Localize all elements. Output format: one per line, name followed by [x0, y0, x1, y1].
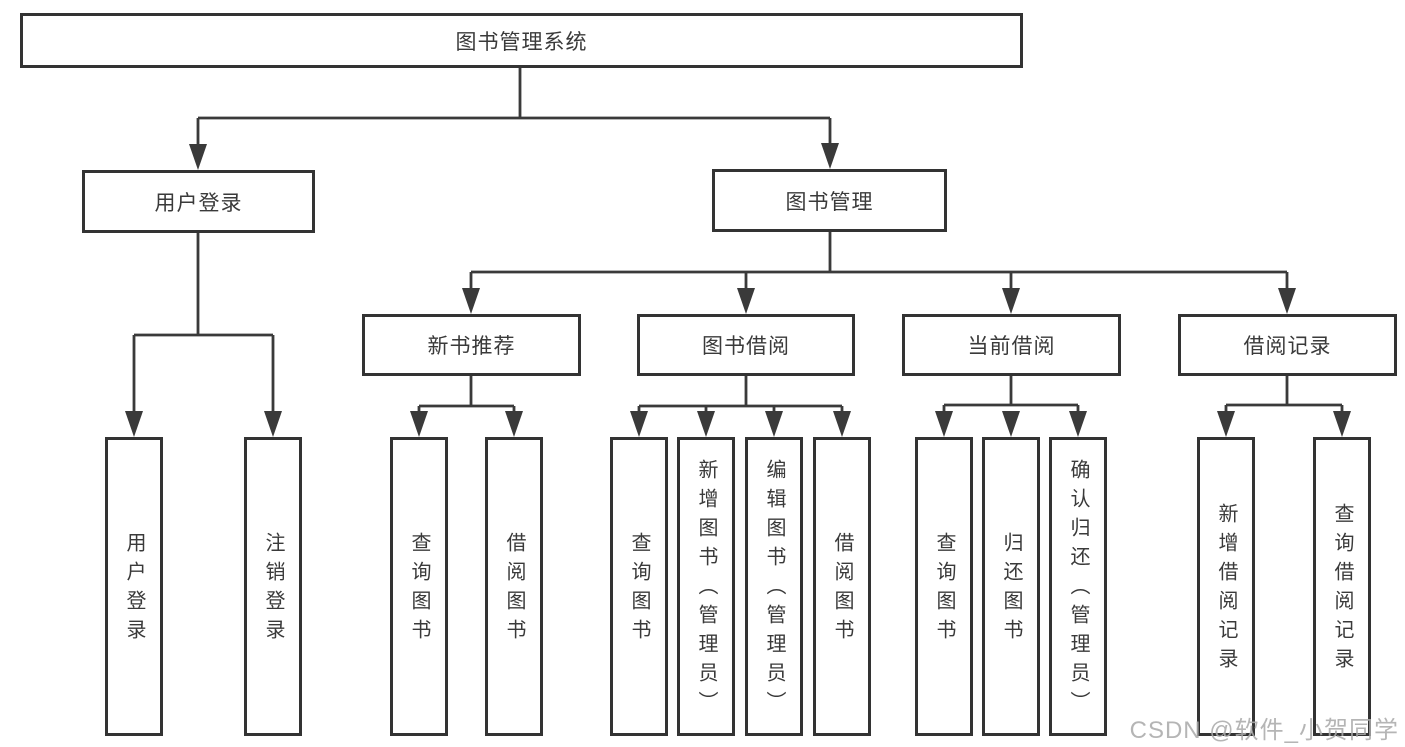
connector-records-branch	[1224, 376, 1344, 413]
arrow-icon	[765, 411, 783, 437]
arrow-icon	[462, 288, 480, 314]
leaf-current-return-books: 归还图书	[982, 437, 1040, 736]
arrow-icon	[264, 411, 282, 437]
arrow-icon	[505, 411, 523, 437]
connector-newbook-branch	[417, 376, 516, 413]
arrow-icon	[125, 411, 143, 437]
node-borrow-records: 借阅记录	[1178, 314, 1397, 376]
arrow-icon	[1217, 411, 1235, 437]
leaf-borrowing-search-books: 查询图书	[610, 437, 668, 736]
leaf-borrowing-add-books-admin: 新增图书（管理员）	[677, 437, 735, 736]
node-library-management-system: 图书管理系统	[20, 13, 1023, 68]
node-user-login: 用户登录	[82, 170, 315, 233]
leaf-borrowing-edit-books-admin: 编辑图书（管理员）	[745, 437, 803, 736]
arrow-icon	[1002, 411, 1020, 437]
arrow-icon	[737, 288, 755, 314]
leaf-current-confirm-return-admin: 确认归还（管理员）	[1049, 437, 1107, 736]
node-new-book-recommend: 新书推荐	[362, 314, 581, 376]
leaf-logout: 注销登录	[244, 437, 302, 736]
arrow-icon	[697, 411, 715, 437]
arrow-icon	[935, 411, 953, 437]
arrow-icon	[1002, 288, 1020, 314]
leaf-user-login: 用户登录	[105, 437, 163, 736]
arrowheads	[125, 143, 1351, 437]
arrow-icon	[630, 411, 648, 437]
arrow-icon	[410, 411, 428, 437]
arrow-icon	[1278, 288, 1296, 314]
node-book-management: 图书管理	[712, 169, 947, 232]
connector-current-branch	[942, 376, 1080, 413]
node-current-borrowing: 当前借阅	[902, 314, 1121, 376]
connector-login-branch	[132, 233, 275, 413]
leaf-records-search-borrow-record: 查询借阅记录	[1313, 437, 1371, 736]
leaf-records-add-borrow-record: 新增借阅记录	[1197, 437, 1255, 736]
leaf-borrowing-borrow-books: 借阅图书	[813, 437, 871, 736]
csdn-watermark: CSDN @软件_小贺同学	[1129, 717, 1399, 744]
node-book-borrowing: 图书借阅	[637, 314, 855, 376]
leaf-newbook-borrow-books: 借阅图书	[485, 437, 543, 736]
connector-root-trunk	[196, 68, 832, 144]
arrow-icon	[821, 143, 839, 169]
connector-mgmt-branch	[469, 232, 1289, 290]
leaf-current-search-books: 查询图书	[915, 437, 973, 736]
arrow-icon	[833, 411, 851, 437]
connector-borrowing-branch	[637, 376, 844, 413]
leaf-newbook-search-books: 查询图书	[390, 437, 448, 736]
arrow-icon	[1333, 411, 1351, 437]
arrow-icon	[189, 144, 207, 170]
arrow-icon	[1069, 411, 1087, 437]
